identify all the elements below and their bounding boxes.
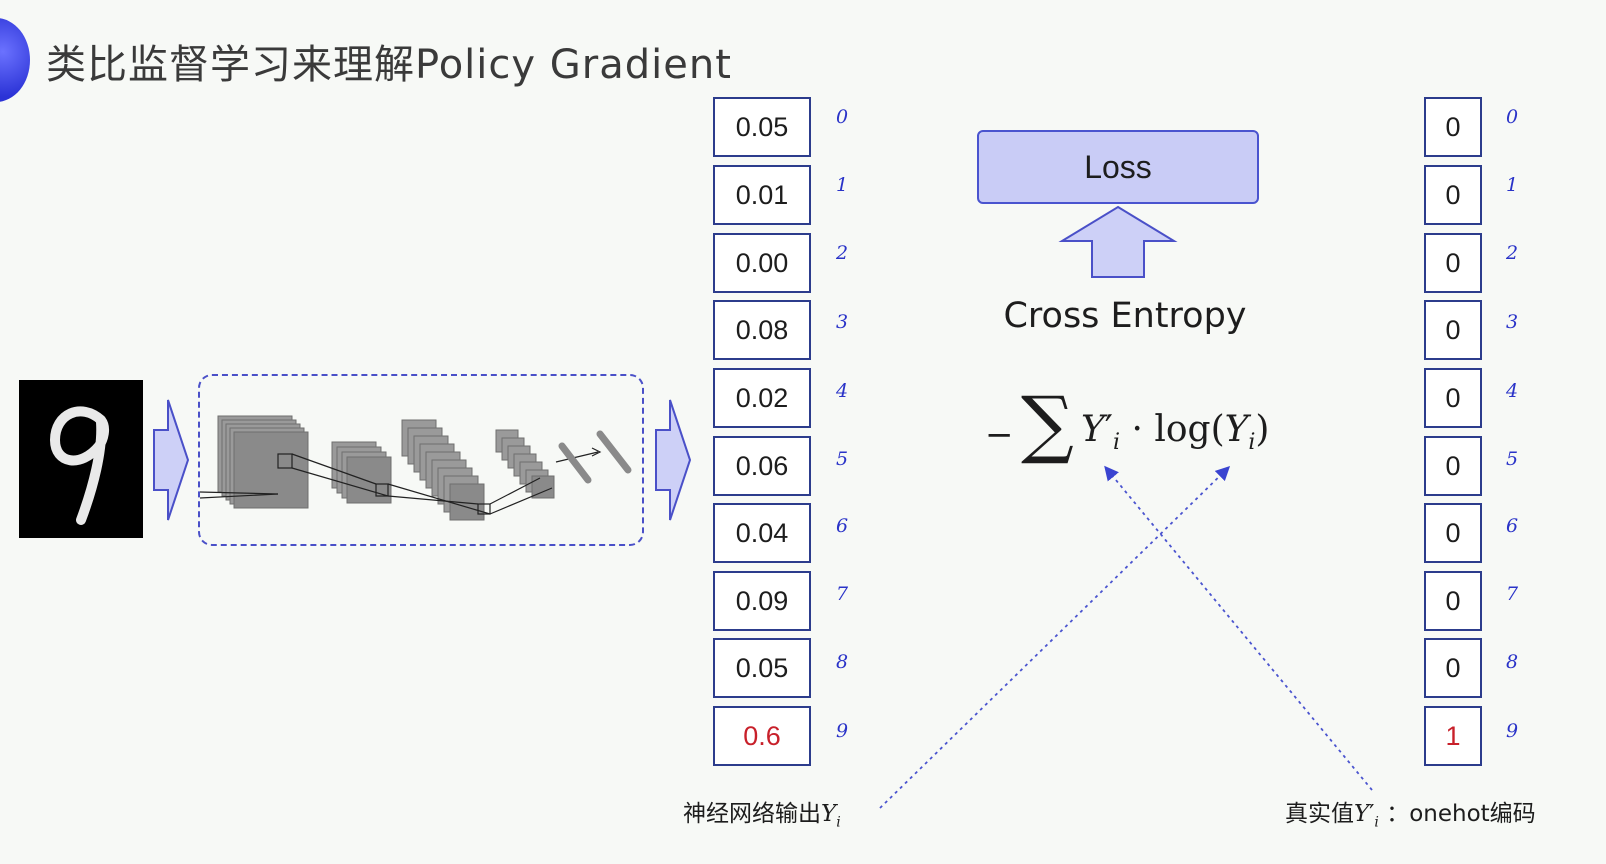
loss-up-arrow [1058,205,1178,278]
target-index: 9 [1506,720,1519,742]
formula-minus: − [985,415,1014,455]
onehot-cell: 0 [1424,233,1482,293]
output-index: 3 [836,311,849,333]
truth-label: 真实值Y′i ：onehot编码 [1285,801,1536,831]
neural-network-box [198,374,644,546]
onehot-cell: 0 [1424,97,1482,157]
onehot-cell: 0 [1424,368,1482,428]
formula-sigma: ∑ [1021,381,1074,467]
output-index: 2 [836,242,849,264]
formula-close-paren: ) [1255,409,1270,450]
formula-sub-i: i [1248,430,1256,456]
output-cell: 0.04 [713,503,811,563]
onehot-cell: 0 [1424,571,1482,631]
formula-dot-log: · log( [1120,409,1225,450]
onehot-cell: 0 [1424,638,1482,698]
target-index: 1 [1506,174,1519,196]
target-index: 4 [1506,380,1519,402]
output-index: 1 [836,174,849,196]
target-index: 5 [1506,448,1519,470]
slide-title: 类比监督学习来理解Policy Gradient [46,42,732,88]
loss-box: Loss [977,130,1259,204]
target-index: 0 [1506,106,1519,128]
onehot-cell: 0 [1424,503,1482,563]
output-index: 0 [836,106,849,128]
output-index: 7 [836,583,849,605]
formula-y: Y [1224,409,1249,450]
formula-expression: Y′i · log(Yi) [1081,409,1269,455]
output-to-formula-arrow [879,465,1231,809]
target-index: 7 [1506,583,1519,605]
target-index: 8 [1506,651,1519,673]
onehot-cell: 0 [1424,165,1482,225]
network-output-label: 神经网络输出Yi [683,801,841,831]
output-cell: 0.02 [713,368,811,428]
output-cell: 0.08 [713,300,811,360]
formula-sub-i: i [1112,430,1120,456]
output-cell: 0.06 [713,436,811,496]
output-index: 4 [836,380,849,402]
target-index: 6 [1506,515,1519,537]
cnn-layers-illustration [199,415,632,521]
onehot-cell-highlight: 1 [1424,706,1482,766]
output-cell: 0.09 [713,571,811,631]
input-arrow [153,399,190,521]
output-cell-highlight: 0.6 [713,706,811,766]
output-index: 8 [836,651,849,673]
output-index: 5 [836,448,849,470]
formula-prime: ′ [1104,409,1113,450]
output-cell: 0.01 [713,165,811,225]
target-index: 2 [1506,242,1519,264]
output-index: 6 [836,515,849,537]
formula-y-prime: Y [1081,409,1105,450]
target-index: 3 [1506,311,1519,333]
output-arrow [655,399,692,521]
onehot-cell: 0 [1424,300,1482,360]
output-cell: 0.00 [713,233,811,293]
truth-to-formula-arrow [1104,465,1373,791]
digit-nine-glyph [50,406,110,525]
mnist-digit-image [19,380,143,538]
output-cell: 0.05 [713,638,811,698]
cross-entropy-label: Cross Entropy [1003,296,1247,336]
output-index: 9 [836,720,849,742]
onehot-cell: 0 [1424,436,1482,496]
output-cell: 0.05 [713,97,811,157]
